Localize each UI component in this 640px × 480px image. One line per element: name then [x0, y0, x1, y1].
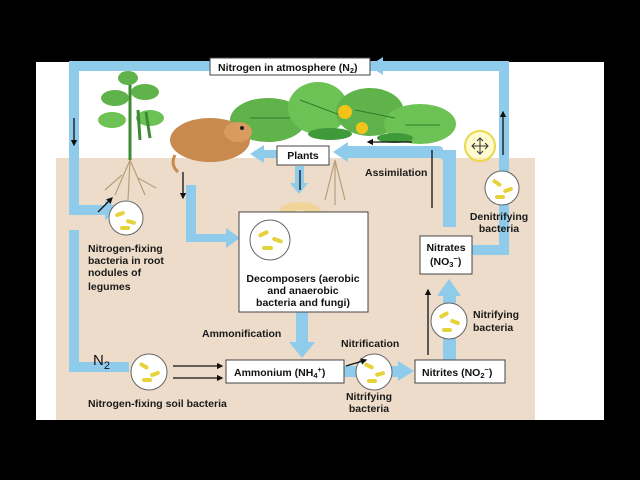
root-nodules-line-2: bacteria in root: [88, 255, 164, 267]
denitrifying-line-1: Denitrifying: [470, 211, 528, 223]
mole-illustration: [170, 118, 252, 174]
svg-text:N2: N2: [93, 352, 110, 372]
ammonium-box: Ammonium (NH4+): [225, 359, 345, 384]
root-nodules-line-3: nodules of: [88, 267, 142, 279]
ammonium-end: ): [322, 367, 326, 379]
svg-text:Nitrites (NO2−): Nitrites (NO2−): [422, 365, 492, 380]
nitrates-line-1: Nitrates: [426, 242, 465, 254]
nitrites-sub: 2: [480, 371, 484, 380]
svg-text:Nitrogen in atmosphere (N2): Nitrogen in atmosphere (N2): [218, 62, 358, 75]
nitrates-line-2: (NO: [430, 256, 449, 268]
n2-label: N: [93, 352, 104, 369]
nitrites-label: Nitrites (NO: [422, 367, 480, 379]
atmosphere-sub: 2: [350, 66, 354, 75]
bacteria-nitrifying-circle: [430, 302, 468, 340]
nitrates-box: Nitrates (NO3−): [419, 235, 473, 275]
cursor-highlight: [464, 130, 496, 162]
ammonium-label: Ammonium (NH: [234, 367, 313, 379]
nitrites-end: ): [489, 367, 493, 379]
nitrates-sup: −: [453, 254, 458, 263]
nitrates-end: ): [458, 256, 462, 268]
nitrites-box: Nitrites (NO2−): [414, 359, 506, 384]
decomposers-line-3: bacteria and fungi): [256, 297, 350, 309]
svg-text:(NO3−): (NO3−): [430, 254, 461, 269]
nitrates-sub: 3: [449, 260, 453, 269]
plants-illustration: [98, 71, 456, 205]
bacteria-circles: [108, 170, 520, 391]
root-nodules-line-4: legumes: [88, 281, 131, 293]
bacteria-nitrification-circle: [355, 353, 393, 391]
plants-box: Plants: [276, 145, 330, 166]
bacteria-denitrifying-circle: [484, 170, 520, 206]
nitrifying-bottom-line-2: bacteria: [349, 403, 389, 415]
white-strip-right: [535, 158, 604, 420]
nitrification-label: Nitrification: [341, 338, 399, 350]
svg-text:Ammonium (NH4+): Ammonium (NH4+): [234, 365, 325, 380]
bacteria-decomposer-circle: [249, 219, 291, 261]
nitrifying-right-line-2: bacteria: [473, 322, 513, 334]
assimilation-label: Assimilation: [365, 167, 427, 179]
atmosphere-end: ): [354, 62, 358, 74]
white-strip-left: [36, 158, 56, 420]
soil-bacteria-label: Nitrogen-fixing soil bacteria: [88, 398, 227, 410]
root-nodules-line-1: Nitrogen-fixing: [88, 243, 163, 255]
plants-label: Plants: [287, 150, 319, 162]
decomposers-line-1: Decomposers (aerobic: [246, 273, 359, 285]
ammonium-sub: 4: [313, 371, 318, 380]
denitrifying-line-2: bacteria: [479, 223, 519, 235]
bacteria-soil-circle: [130, 353, 168, 391]
decomposers-line-2: and anaerobic: [267, 285, 338, 297]
nitrifying-bottom-line-1: Nitrifying: [346, 391, 392, 403]
atmosphere-box: Nitrogen in atmosphere (N2): [209, 57, 371, 76]
thin-arrows: [70, 110, 507, 382]
nitrites-sup: −: [485, 365, 490, 374]
labels: Nitrogen-fixing bacteria in root nodules…: [88, 167, 528, 415]
ammonification-label: Ammonification: [202, 328, 281, 340]
bacteria-root-circle: [108, 200, 144, 236]
ammonium-sup: +: [318, 365, 323, 374]
n2-sub: 2: [104, 360, 110, 372]
atmosphere-label: Nitrogen in atmosphere (N: [218, 62, 350, 74]
nitrifying-right-line-1: Nitrifying: [473, 309, 519, 321]
